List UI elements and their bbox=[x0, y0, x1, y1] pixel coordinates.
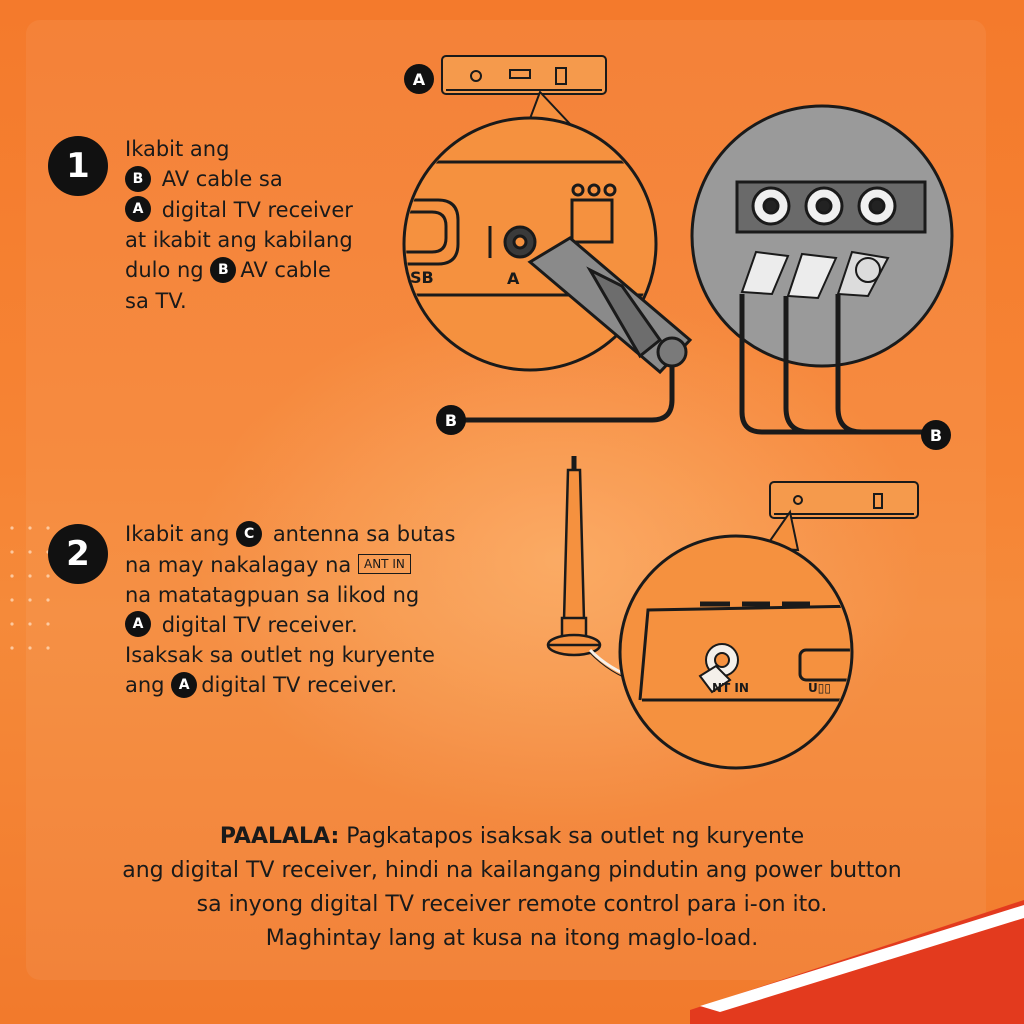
note-lead: PAALALA: bbox=[219, 824, 340, 849]
label-b-right: B bbox=[930, 426, 942, 445]
ant-in-zoom: NT IN U▯▯ bbox=[618, 534, 854, 770]
step-2-line: Ikabit ang C antenna sa butas bbox=[125, 519, 455, 550]
step-1-instructions: Ikabit ang B AV cable sa A digital TV re… bbox=[125, 134, 353, 316]
step-1-line: A digital TV receiver bbox=[125, 195, 353, 226]
step-2-line: na matatagpuan sa likod ng bbox=[125, 582, 420, 607]
av-port-zoom: SB A bbox=[402, 116, 693, 375]
badge-b: B bbox=[125, 165, 151, 192]
rca-zoom bbox=[690, 104, 954, 368]
note-line: PAALALA: Pagkatapos isaksak sa outlet ng… bbox=[40, 820, 984, 854]
step-2-text: na may nakalagay na bbox=[125, 552, 352, 577]
badge-a: A bbox=[125, 611, 151, 637]
step-2-text: digital TV receiver. bbox=[201, 673, 398, 697]
badge-c: C bbox=[236, 520, 263, 547]
usb-port-label: SB bbox=[410, 268, 434, 287]
av-plug bbox=[527, 236, 693, 375]
step-2-instructions: Ikabit ang C antenna sa butas na may nak… bbox=[125, 519, 455, 701]
note-text: Pagkatapos isaksak sa outlet ng kuryente bbox=[346, 824, 805, 849]
step-2-line: A digital TV receiver. bbox=[125, 610, 455, 641]
badge-a: A bbox=[171, 671, 198, 698]
step-1-number: 1 bbox=[48, 136, 108, 196]
step-2-number: 2 bbox=[48, 524, 108, 584]
step-1-line: at ikabit ang kabilang bbox=[125, 228, 353, 252]
label-b-left: B bbox=[445, 411, 457, 430]
usb-port-label-bottom: U▯▯ bbox=[808, 681, 831, 695]
av-port-label: A bbox=[507, 269, 520, 288]
ant-in-port-label: NT IN bbox=[712, 681, 749, 695]
step-1-line: sa TV. bbox=[125, 288, 187, 313]
reminder-note: PAALALA: Pagkatapos isaksak sa outlet ng… bbox=[40, 820, 984, 956]
note-line: Maghintay lang at kusa na itong maglo-lo… bbox=[265, 926, 759, 951]
receiver-box-top bbox=[441, 55, 607, 95]
step-1-line: B AV cable sa bbox=[125, 164, 353, 195]
label-a-circle: A bbox=[404, 64, 434, 94]
step-1-line: Ikabit ang bbox=[125, 137, 230, 161]
step-1-text: AV cable sa bbox=[161, 167, 283, 191]
note-line: ang digital TV receiver, hindi na kailan… bbox=[122, 858, 902, 883]
badge-a: A bbox=[125, 196, 151, 222]
step-1-text: digital TV receiver bbox=[161, 197, 353, 222]
label-b-right-circle: B bbox=[921, 420, 951, 450]
step-2-text: antenna sa butas bbox=[272, 522, 456, 546]
ant-in-label: ANT IN bbox=[358, 554, 411, 574]
white-corner-stripe bbox=[700, 905, 1024, 1012]
antenna bbox=[546, 456, 602, 657]
step-2-text: ang bbox=[125, 673, 165, 697]
rca-plugs bbox=[740, 250, 890, 300]
step-2-text: Ikabit ang bbox=[125, 522, 230, 546]
label-b-left-circle: B bbox=[436, 405, 466, 435]
step-2-text: digital TV receiver. bbox=[161, 612, 358, 637]
note-line: sa inyong digital TV receiver remote con… bbox=[196, 892, 828, 917]
rca-cables bbox=[739, 294, 924, 435]
label-a: A bbox=[413, 70, 426, 89]
av-cable-left bbox=[462, 366, 675, 423]
step-2-line: na may nakalagay na ANT IN bbox=[125, 550, 455, 580]
ant-connector bbox=[698, 643, 739, 694]
badge-b: B bbox=[210, 256, 237, 283]
step-2-line: Isaksak sa outlet ng kuryente bbox=[125, 643, 435, 667]
step-1-text: dulo ng bbox=[125, 258, 204, 282]
rca-jacks bbox=[751, 186, 897, 226]
step-1-text: AV cable bbox=[240, 258, 331, 282]
receiver-box-bottom bbox=[769, 481, 919, 519]
